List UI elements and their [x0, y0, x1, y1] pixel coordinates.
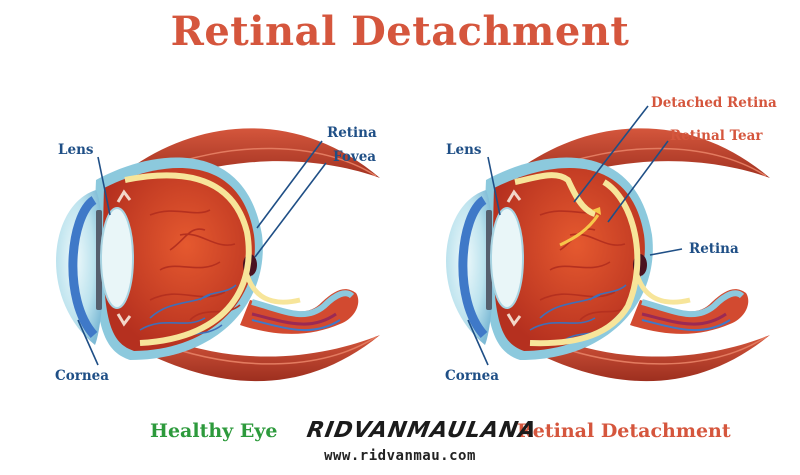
healthy-retina-layer [124, 172, 252, 346]
detached-eye [446, 128, 770, 381]
detached-retina-layer [514, 172, 597, 217]
detached-cornea-label: Cornea [445, 368, 499, 384]
page-title: Retinal Detachment [170, 8, 630, 55]
detached-retina-label: Detached Retina [651, 95, 777, 111]
healthy-retina-label: Retina [327, 125, 377, 141]
detached-lens-label: Lens [446, 142, 482, 158]
healthy-eye [56, 128, 380, 381]
retinal-tear-arrow [559, 214, 600, 247]
healthy-cornea-label: Cornea [55, 368, 109, 384]
retinal-detachment-caption: Retinal Detachment [517, 420, 731, 442]
watermark-logo: RIDVANMAULANA [304, 416, 539, 446]
healthy-eye-caption: Healthy Eye [150, 420, 278, 442]
healthy-lens-label: Lens [58, 142, 94, 158]
retinal-tear-label: Retinal Tear [670, 128, 763, 144]
detached-retina-attached-label: Retina [689, 241, 739, 257]
attached-retina-layer [529, 179, 641, 347]
watermark-url: www.ridvanmau.com [324, 448, 476, 464]
healthy-fovea-label: Fovea [333, 149, 376, 165]
